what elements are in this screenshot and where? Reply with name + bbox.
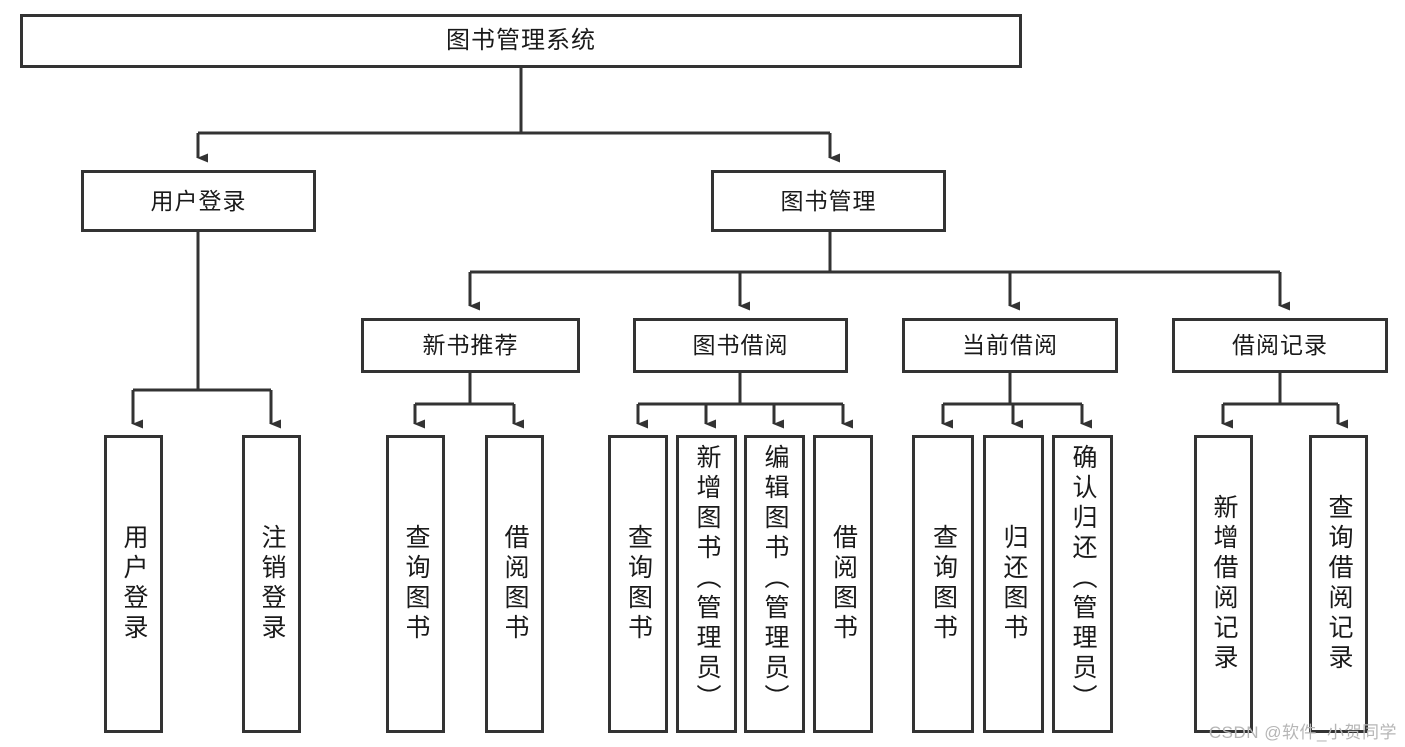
node-label: 新书推荐	[422, 332, 519, 359]
node-label: 图书管理系统	[446, 27, 596, 55]
node-leaf-return-book[interactable]: 归还图书	[983, 435, 1044, 733]
node-label: 归还图书	[1000, 524, 1028, 644]
node-label: 用户登录	[120, 524, 148, 644]
node-leaf-add-book-admin[interactable]: 新增图书（管理员）	[676, 435, 737, 733]
node-book-management[interactable]: 图书管理	[711, 170, 946, 232]
node-label: 当前借阅	[962, 332, 1058, 359]
node-leaf-add-borrow-record[interactable]: 新增借阅记录	[1194, 435, 1253, 733]
node-leaf-borrow-book-recommend[interactable]: 借阅图书	[485, 435, 544, 733]
node-label: 借阅图书	[829, 524, 858, 644]
node-label: 新增图书（管理员）	[693, 444, 721, 714]
node-borrow-record[interactable]: 借阅记录	[1172, 318, 1388, 373]
node-leaf-query-book-recommend[interactable]: 查询图书	[386, 435, 445, 733]
node-label: 查询借阅记录	[1325, 494, 1353, 674]
node-label: 新增借阅记录	[1210, 494, 1238, 674]
node-label: 查询图书	[624, 524, 653, 644]
node-book-borrow[interactable]: 图书借阅	[633, 318, 848, 373]
node-current-borrow[interactable]: 当前借阅	[902, 318, 1118, 373]
node-label: 注销登录	[258, 524, 286, 644]
csdn-watermark: CSDN @软件_小贺同学	[1208, 723, 1397, 742]
node-label: 图书管理	[780, 187, 877, 214]
node-leaf-confirm-return-admin[interactable]: 确认归还（管理员）	[1052, 435, 1113, 733]
node-leaf-borrow-book[interactable]: 借阅图书	[813, 435, 873, 733]
node-label: 借阅记录	[1232, 332, 1328, 359]
node-label: 查询图书	[402, 524, 430, 644]
node-label: 图书借阅	[692, 332, 789, 359]
node-leaf-query-book-current[interactable]: 查询图书	[912, 435, 974, 733]
node-root-book-management-system[interactable]: 图书管理系统	[20, 14, 1022, 68]
node-user-login[interactable]: 用户登录	[81, 170, 316, 232]
node-label: 查询图书	[929, 524, 958, 644]
node-label: 编辑图书（管理员）	[761, 444, 789, 714]
node-leaf-user-login[interactable]: 用户登录	[104, 435, 163, 733]
node-leaf-query-book-borrow[interactable]: 查询图书	[608, 435, 668, 733]
node-leaf-edit-book-admin[interactable]: 编辑图书（管理员）	[744, 435, 805, 733]
node-label: 用户登录	[150, 187, 247, 214]
node-label: 借阅图书	[501, 524, 529, 644]
node-leaf-logout[interactable]: 注销登录	[242, 435, 301, 733]
node-label: 确认归还（管理员）	[1069, 444, 1097, 714]
node-new-book-recommend[interactable]: 新书推荐	[361, 318, 580, 373]
node-leaf-query-borrow-record[interactable]: 查询借阅记录	[1309, 435, 1368, 733]
